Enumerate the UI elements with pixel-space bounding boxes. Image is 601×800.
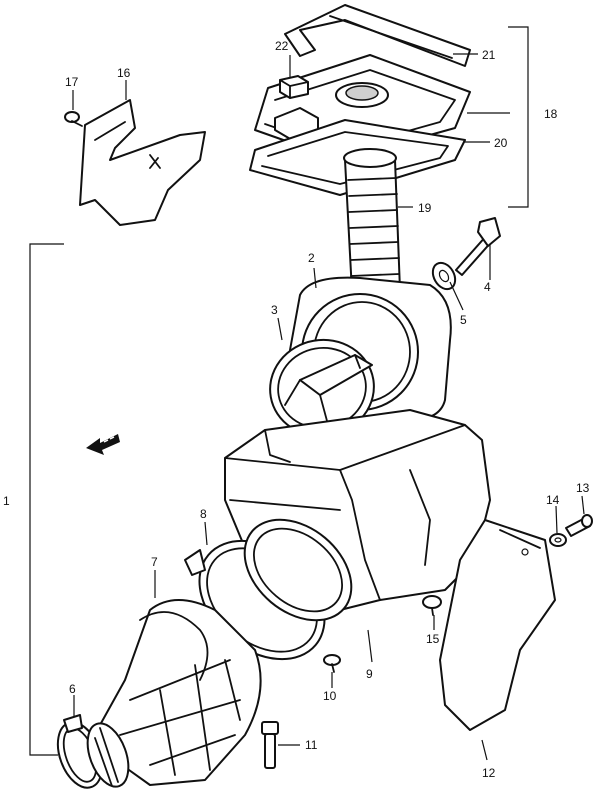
part-13-bolt: [565, 514, 593, 537]
callout-15: 15: [426, 632, 440, 646]
callout-13: 13: [576, 481, 590, 495]
callout-22: 22: [275, 39, 289, 53]
callout-12: 12: [482, 766, 496, 780]
callout-1: 1: [3, 494, 10, 508]
callout-3: 3: [271, 303, 278, 317]
callout-2: 2: [308, 251, 315, 265]
part-17-screw: [64, 111, 83, 127]
leader-lines: [72, 53, 585, 761]
part-7-intake-boot: [99, 599, 262, 786]
boot-spout-ring: [86, 722, 130, 788]
part-15-screw: [422, 595, 442, 616]
part-5-washer: [431, 261, 457, 291]
callout-6: 6: [69, 682, 76, 696]
callout-9: 9: [366, 667, 373, 681]
part-4-wing-bolt: [455, 217, 501, 276]
part-14-washer: [549, 533, 567, 547]
callout-4: 4: [484, 280, 491, 294]
part-19-intake-tube: [343, 148, 401, 293]
callout-11: 11: [305, 738, 318, 752]
part-11-bolt: [261, 721, 279, 769]
group-bracket-18: [508, 26, 529, 208]
callout-8: 8: [200, 507, 207, 521]
part-22-block: [279, 75, 309, 99]
callout-5: 5: [460, 313, 467, 327]
callout-20: 20: [494, 136, 508, 150]
part-10-screw: [323, 654, 341, 673]
part-9-gasket: [243, 518, 353, 622]
callout-21: 21: [482, 48, 496, 62]
callout-19: 19: [418, 201, 432, 215]
part-21-frame: [284, 4, 471, 67]
front-arrow-icon: [86, 434, 120, 455]
callout-10: 10: [323, 689, 337, 703]
callout-7: 7: [151, 555, 158, 569]
callout-labels: 1 2 3 4 5 6 7 8 9 10 11 12 13 14 15 16 1…: [3, 39, 590, 780]
callout-14: 14: [546, 493, 560, 507]
callout-17: 17: [65, 75, 79, 89]
part-16-bracket: [79, 99, 206, 226]
part-12-air-duct: [439, 519, 556, 731]
callout-18: 18: [544, 107, 558, 121]
part-3-filter-cage: [269, 338, 375, 438]
callout-16: 16: [117, 66, 131, 80]
group-bracket-1: [29, 243, 64, 756]
